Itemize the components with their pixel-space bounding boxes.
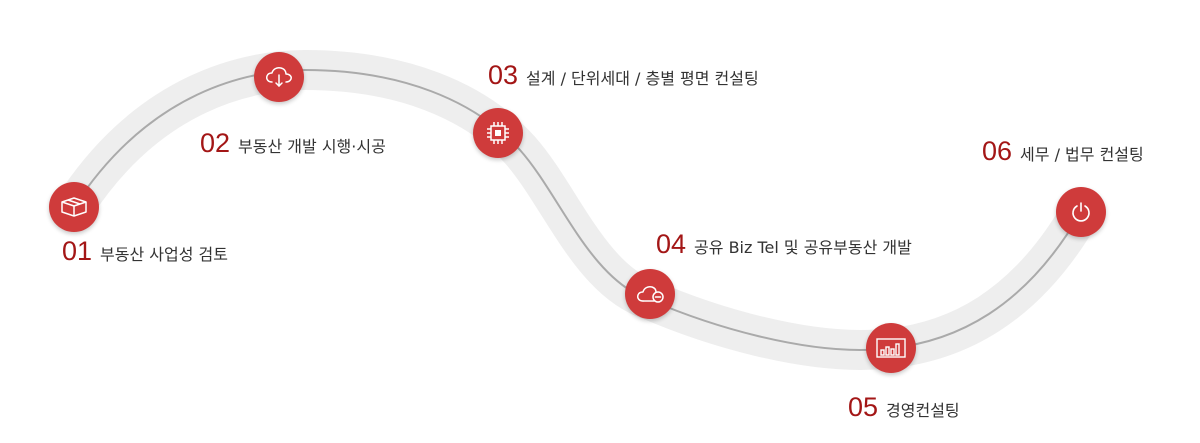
step-02-label: 02 부동산 개발 시행·시공 [200, 128, 386, 159]
wave-band [54, 49, 1101, 371]
step-title: 세무 / 법무 컨설팅 [1020, 145, 1144, 164]
step-01-node[interactable] [49, 182, 99, 232]
cloud-minus-icon [635, 283, 665, 305]
step-title: 공유 Biz Tel 및 공유부동산 개발 [694, 238, 912, 257]
step-title: 부동산 개발 시행·시공 [238, 137, 386, 156]
step-04-label: 04 공유 Biz Tel 및 공유부동산 개발 [656, 229, 912, 260]
step-02-node[interactable] [254, 52, 304, 102]
step-number: 03 [488, 60, 519, 90]
step-06-node[interactable] [1056, 187, 1106, 237]
step-06-label: 06 세무 / 법무 컨설팅 [982, 136, 1144, 167]
step-03-node[interactable] [473, 108, 523, 158]
bar-chart-icon [876, 338, 906, 358]
step-number: 06 [982, 136, 1013, 166]
step-number: 01 [62, 236, 93, 266]
step-04-node[interactable] [625, 269, 675, 319]
box-icon [59, 196, 89, 218]
power-icon [1069, 200, 1093, 224]
step-title: 경영컨설팅 [886, 401, 960, 420]
step-number: 02 [200, 128, 231, 158]
step-number: 04 [656, 229, 687, 259]
step-title: 설계 / 단위세대 / 층별 평면 컨설팅 [526, 69, 759, 88]
step-03-label: 03 설계 / 단위세대 / 층별 평면 컨설팅 [488, 60, 759, 91]
step-01-label: 01 부동산 사업성 검토 [62, 236, 228, 267]
cloud-download-icon [264, 65, 294, 89]
step-05-node[interactable] [866, 323, 916, 373]
step-number: 05 [848, 392, 879, 422]
step-title: 부동산 사업성 검토 [100, 245, 228, 264]
step-05-label: 05 경영컨설팅 [848, 392, 960, 423]
chip-icon [485, 120, 511, 146]
